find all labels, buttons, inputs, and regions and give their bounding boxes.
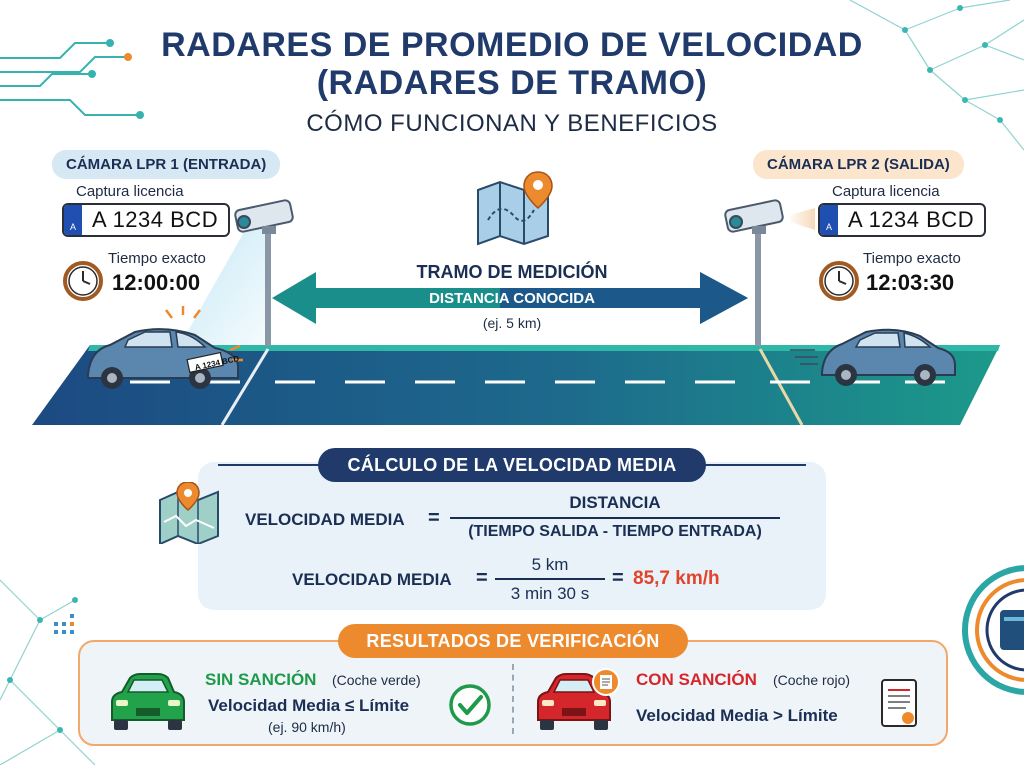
formula2-equals: = [476,567,488,589]
section-distance-label: DISTANCIA CONOCIDA [429,290,595,307]
green-car-icon [111,673,185,730]
results-divider [512,664,514,734]
formula-denominator: (TIEMPO SALIDA - TIEMPO ENTRADA) [468,523,762,540]
formula2-fraction-bar [495,578,605,580]
calculation-panel [198,462,826,610]
camera-exit-label: CÁMARA LPR 2 (SALIDA) [753,150,964,179]
formula-numerator: DISTANCIA [569,493,661,512]
result-fine-rule: Velocidad Media > Límite [636,706,838,725]
plate-country-badge: A [64,205,82,235]
result-ok-example: (ej. 90 km/h) [268,719,346,735]
section-example: (ej. 5 km) [482,315,542,331]
result-ok-title: SIN SANCIÓN [205,670,317,689]
formula-equals: = [428,507,440,529]
result-fine-title: CON SANCIÓN [636,670,757,689]
formula-result: 85,7 km/h [633,568,720,589]
result-ok-rule: Velocidad Media ≤ Límite [208,696,410,715]
section-title: TRAMO DE MEDICIÓN [416,262,608,282]
map-icon [477,171,553,246]
map-pin-icon [159,482,219,544]
page-subtitle: CÓMO FUNCIONAN Y BENEFICIOS [306,110,718,137]
calculation-header: CÁLCULO DE LA VELOCIDAD MEDIA [318,448,706,482]
camera-icon [234,199,294,234]
page-title: RADARES DE PROMEDIO DE VELOCIDAD [161,26,863,64]
camera-exit-capture-label: Captura licencia [832,183,940,200]
red-car-icon [537,668,620,730]
result-fine-note: (Coche rojo) [773,672,851,688]
camera-exit-time: 12:03:30 [866,270,955,295]
document-icon [881,679,917,727]
formula-lhs: VELOCIDAD MEDIA [245,510,405,529]
road-scene: A 1234 BCD [32,199,1000,426]
camera-entry-capture-label: Captura licencia [76,183,184,200]
camera-entry-plate: A A 1234 BCD [62,203,231,237]
page-title-line2: (RADARES DE TRAMO) [316,64,708,102]
clock-icon [819,261,859,301]
formula2-lhs: VELOCIDAD MEDIA [292,570,452,589]
checkmark-icon [449,684,491,726]
formula2-denominator: 3 min 30 s [510,584,590,603]
plate-number: A 1234 BCD [92,207,219,232]
formula-fraction-bar [450,517,780,519]
camera-entry-time-label: Tiempo exacto [108,250,206,267]
tech-badge-icon [962,565,1024,695]
car-exit-icon [790,328,956,386]
plate-country-badge: A [820,205,838,235]
result-ok-note: (Coche verde) [332,672,421,688]
clock-icon [63,261,103,301]
results-header: RESULTADOS DE VERIFICACIÓN [338,624,688,658]
formula2-numerator: 5 km [531,555,569,574]
car-entry-icon [87,306,243,389]
plate-number: A 1234 BCD [848,207,975,232]
camera-entry-time: 12:00:00 [112,270,201,295]
camera-exit-plate: A A 1234 BCD [818,203,987,237]
camera-entry-label: CÁMARA LPR 1 (ENTRADA) [52,150,281,179]
formula2-equals-result: = [612,567,624,589]
camera-exit-time-label: Tiempo exacto [863,250,961,267]
